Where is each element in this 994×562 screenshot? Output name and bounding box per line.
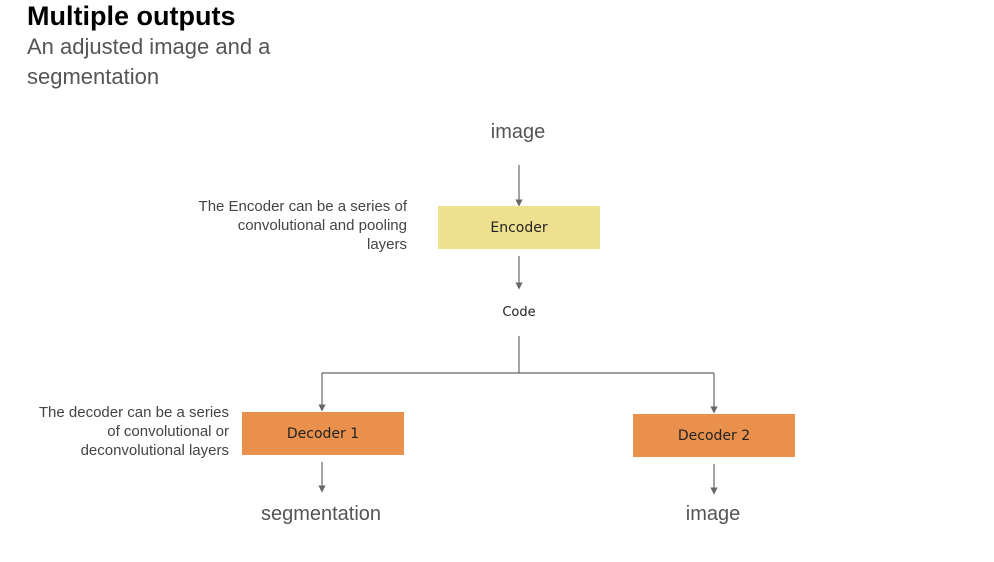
- encoder-label: Encoder: [490, 219, 548, 236]
- decoder-note: The decoder can be a series of convoluti…: [38, 404, 229, 459]
- decoder2-box: Decoder 2: [633, 414, 795, 457]
- slide-title: Multiple outputs: [27, 1, 236, 31]
- decoder2-label: Decoder 2: [677, 427, 751, 444]
- encoder-note: The Encoder can be a series of convoluti…: [198, 198, 407, 253]
- decoder1-label: Decoder 1: [286, 425, 360, 442]
- slide-subtitle: An adjusted image and a segmentation: [27, 34, 271, 89]
- code-label: Code: [502, 305, 536, 320]
- image-output-label: image: [685, 503, 741, 525]
- segmentation-output-label: segmentation: [260, 503, 382, 525]
- decoder1-box: Decoder 1: [242, 412, 404, 455]
- encoder-box: Encoder: [438, 206, 600, 249]
- input-image-label: image: [490, 121, 546, 143]
